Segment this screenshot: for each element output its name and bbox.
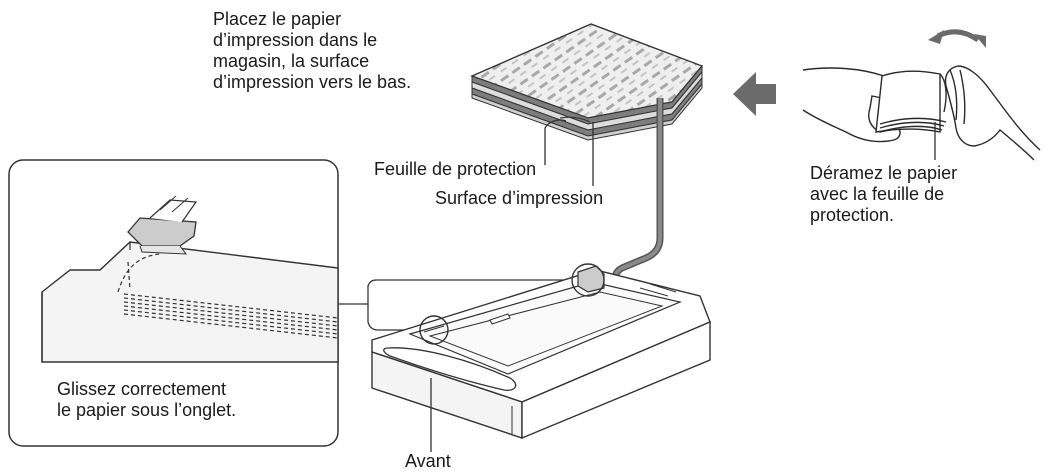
magnifier-connector — [338, 279, 578, 305]
instruction-fan-line-2: avec la feuille de — [810, 184, 945, 204]
instruction-fan-paper: Déramez le papier avec la feuille de pro… — [810, 163, 957, 226]
instruction-place-line-4: d’impression vers le bas. — [213, 72, 412, 92]
instruction-place-line-2: d’impression dans le — [213, 30, 378, 50]
instruction-slide-paper: Glissez correctement le papier sous l’on… — [57, 379, 236, 421]
fan-arrow-icon — [928, 29, 986, 48]
front-label: Avant — [405, 451, 451, 471]
print-surface-label: Surface d’impression — [435, 188, 604, 208]
paper-stack — [470, 23, 704, 141]
instruction-fan-line-1: Déramez le papier — [810, 163, 958, 183]
paper-tray — [371, 263, 711, 440]
instruction-place-line-1: Placez le papier — [213, 9, 342, 29]
magnified-tray — [41, 195, 339, 363]
hands-illustration — [802, 65, 1041, 161]
instruction-slide-line-2: le papier sous l’onglet. — [57, 400, 237, 420]
insert-arrow-icon — [733, 72, 776, 116]
protection-sheet-label: Feuille de protection — [374, 159, 537, 179]
protection-sheet-leader — [544, 119, 567, 165]
instruction-fan-line-3: protection. — [810, 205, 895, 225]
instruction-place-line-3: magasin, la surface — [213, 51, 370, 71]
instruction-slide-line-1: Glissez correctement — [57, 379, 227, 399]
instruction-place-paper: Placez le papier d’impression dans le ma… — [213, 9, 411, 93]
